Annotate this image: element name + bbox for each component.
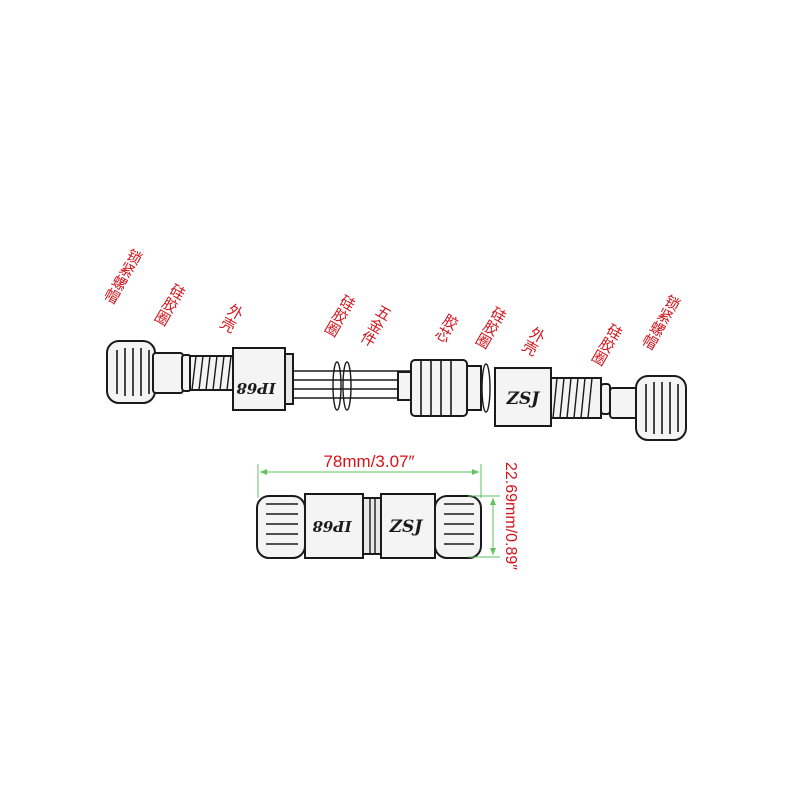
dimension-diameter: 22.69mm/0.89″ xyxy=(468,462,519,570)
silicone-ring-center xyxy=(332,361,342,411)
part-labels: 锁紧螺帽 硅胶圈 外壳 硅胶圈 五金件 胶芯 硅胶圈 外壳 硅胶圈 锁紧螺帽 xyxy=(100,246,684,369)
zsj-marking-assembled: ZSJ xyxy=(389,517,424,537)
lock-nut-right xyxy=(609,375,687,441)
shell-left: IP68 xyxy=(232,347,294,411)
thread-left xyxy=(189,355,237,391)
zsj-marking-exploded: ZSJ xyxy=(506,389,541,409)
label-silicone-ring-right-mid: 硅胶圈 xyxy=(472,304,510,352)
ip68-marking-exploded: IP68 xyxy=(236,379,277,397)
hardware xyxy=(292,361,418,411)
exploded-view: IP68 ZSJ xyxy=(106,340,687,441)
length-dimension-text: 78mm/3.07″ xyxy=(323,452,414,471)
label-silicone-ring-center: 硅胶圈 xyxy=(321,292,359,340)
lock-nut-left xyxy=(106,340,184,404)
dimension-length: 78mm/3.07″ xyxy=(257,452,482,498)
silicone-ring-right xyxy=(600,383,611,415)
assembled-view: IP68 ZSJ xyxy=(256,493,482,559)
label-lock-nut-left: 锁紧螺帽 xyxy=(100,246,146,307)
thread-right xyxy=(550,377,602,419)
label-shell-left: 外壳 xyxy=(216,301,247,337)
label-rubber-core: 胶芯 xyxy=(431,311,462,346)
silicone-ring-right-mid xyxy=(481,363,491,413)
ip68-marking-assembled: IP68 xyxy=(312,517,353,535)
label-silicone-ring-right: 硅胶圈 xyxy=(588,321,626,369)
diameter-dimension-text: 22.69mm/0.89″ xyxy=(502,462,519,570)
shell-right: ZSJ xyxy=(494,367,552,427)
label-hardware: 五金件 xyxy=(357,302,395,350)
rubber-core xyxy=(410,359,482,417)
label-shell-right: 外壳 xyxy=(518,324,549,360)
label-lock-nut-right: 锁紧螺帽 xyxy=(638,292,684,353)
label-silicone-ring-left: 硅胶圈 xyxy=(151,281,189,329)
